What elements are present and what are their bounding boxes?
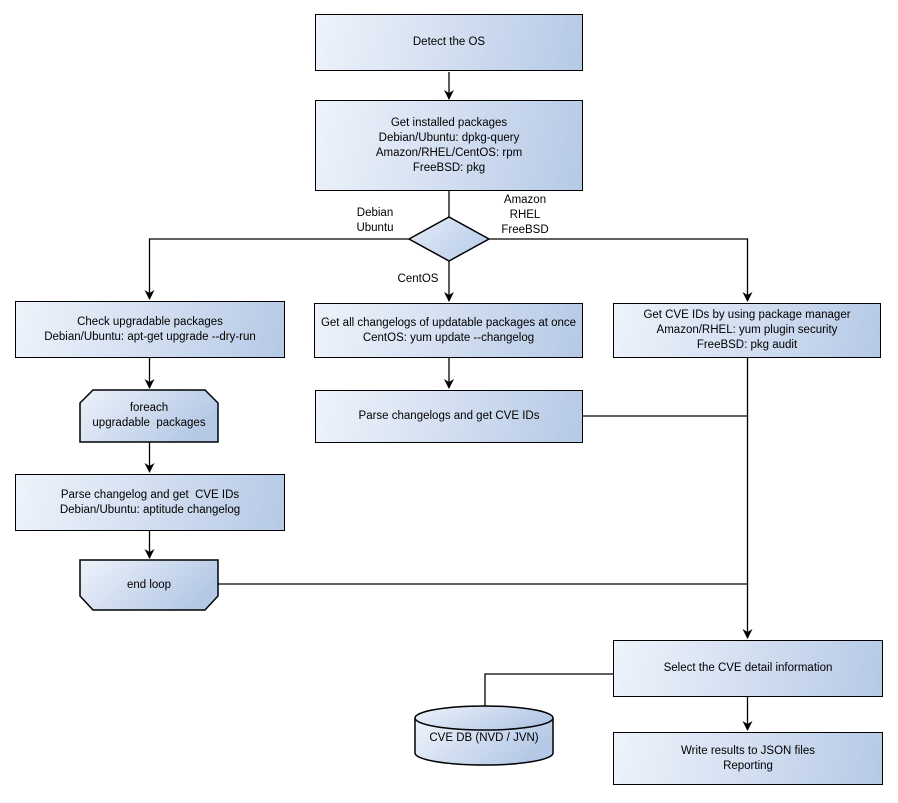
- node-label: foreach: [129, 402, 169, 414]
- edge-label-line: Ubuntu: [356, 222, 394, 234]
- node-select-cve-detail: Select the CVE detail information: [613, 640, 883, 697]
- decision-diamond: [407, 216, 491, 262]
- edge-decision-to-get-cve-ids: [489, 238, 753, 302]
- node-label: Get CVE IDs by using package manager: [643, 309, 851, 321]
- node-parse-changelog-get-cve-ids: Parse changelog and get CVE IDs Debian/U…: [15, 474, 285, 531]
- node-get-installed-packages: Get installed packages Debian/Ubuntu: dp…: [315, 100, 583, 191]
- node-label: Parse changelogs and get CVE IDs: [358, 410, 540, 422]
- edge-label-line: RHEL: [509, 209, 541, 221]
- edge-label-line: Amazon: [503, 194, 547, 206]
- node-label: Amazon/RHEL/CentOS: rpm: [375, 146, 523, 159]
- node-check-upgradable-packages: Check upgradable packages Debian/Ubuntu:…: [15, 301, 285, 358]
- node-label: CentOS: yum update --changelog: [362, 331, 535, 344]
- edge-cvedb-to-select: [484, 673, 613, 706]
- node-detect-os: Detect the OS: [315, 14, 583, 71]
- node-label: Amazon/RHEL: yum plugin security: [656, 324, 838, 336]
- node-label: Debian/Ubuntu: aptitude changelog: [59, 503, 241, 516]
- edge-decision-to-check-upgradable: [144, 238, 409, 300]
- node-label: CVE DB (NVD / JVN): [429, 731, 539, 744]
- edge-label-amazon-rhel-freebsd: Amazon RHEL FreeBSD: [490, 193, 560, 238]
- node-parse-changelogs-get-cve-ids: Parse changelogs and get CVE IDs: [315, 390, 583, 443]
- node-write-results: Write results to JSON files Reporting: [613, 732, 883, 785]
- node-foreach-upgradable-packages: foreach upgradable packages: [80, 390, 218, 442]
- edge-label-centos: CentOS: [393, 271, 443, 287]
- node-cve-db-label: CVE DB (NVD / JVN): [415, 723, 553, 753]
- database-cylinder: [414, 705, 554, 766]
- node-label: upgradable packages: [92, 417, 206, 429]
- node-label: Select the CVE detail information: [663, 662, 833, 674]
- node-label: FreeBSD: pkg audit: [696, 339, 798, 351]
- edge-label-line: CentOS: [397, 272, 439, 285]
- node-label: Detect the OS: [412, 36, 486, 48]
- edge-label-debian-ubuntu: Debian Ubuntu: [340, 206, 410, 236]
- node-label: Get all changelogs of updatable packages…: [320, 316, 577, 329]
- node-get-all-changelogs: Get all changelogs of updatable packages…: [314, 303, 583, 358]
- node-end-loop: end loop: [80, 560, 218, 610]
- loop-start-shape: [79, 389, 219, 443]
- edge-label-line: FreeBSD: [501, 224, 549, 236]
- node-label: Get installed packages: [390, 116, 508, 129]
- node-label: Check upgradable packages: [77, 315, 223, 328]
- edge-label-line: Debian: [356, 207, 394, 219]
- loop-end-shape: [79, 559, 219, 611]
- node-label: Parse changelog and get CVE IDs: [60, 488, 240, 501]
- node-label: Debian/Ubuntu: dpkg-query: [378, 131, 520, 144]
- node-label: Reporting: [723, 759, 773, 772]
- node-label: FreeBSD: pkg: [412, 161, 486, 174]
- node-label: end loop: [126, 578, 172, 591]
- node-get-cve-ids-package-manager: Get CVE IDs by using package manager Ama…: [613, 303, 881, 358]
- node-label: Write results to JSON files: [681, 744, 815, 757]
- node-label: Debian/Ubuntu: apt-get upgrade --dry-run: [44, 330, 256, 343]
